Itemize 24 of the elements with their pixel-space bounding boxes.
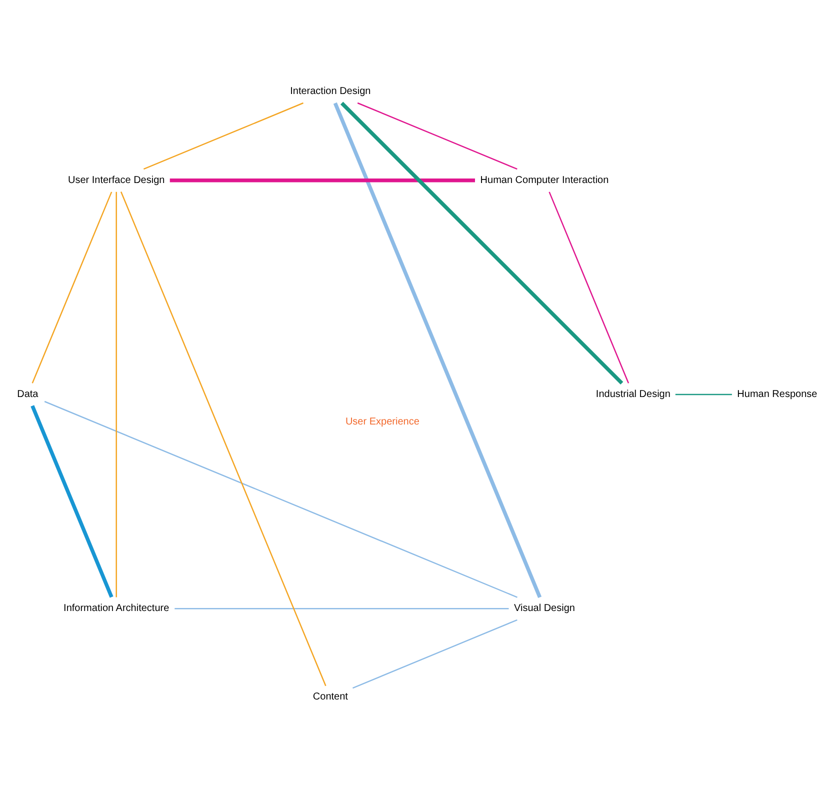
node-text: User Interface Design: [68, 174, 165, 186]
connector: [120, 191, 326, 686]
connector: [44, 400, 518, 598]
connector: [333, 102, 542, 598]
node-text: Industrial Design: [596, 388, 670, 400]
node-text: Information Architecture: [64, 602, 170, 614]
connector: [675, 394, 732, 396]
connector: [352, 619, 518, 689]
connector: [548, 192, 630, 384]
node-text: Content: [312, 692, 348, 703]
connector: [170, 178, 475, 182]
node-text: Data: [17, 388, 38, 400]
connector: [174, 608, 509, 610]
node-text: Human Computer Interaction: [480, 174, 609, 186]
node-text: User Experience: [345, 416, 420, 428]
connector: [357, 102, 518, 170]
connector: [143, 102, 304, 170]
node-text: Interaction Design: [290, 86, 371, 98]
connector: [116, 192, 117, 598]
connector: [340, 102, 624, 385]
connector: [32, 192, 112, 384]
connector: [30, 405, 114, 598]
node-text: Visual Design: [514, 602, 575, 614]
node-text: Human Response: [737, 388, 818, 400]
